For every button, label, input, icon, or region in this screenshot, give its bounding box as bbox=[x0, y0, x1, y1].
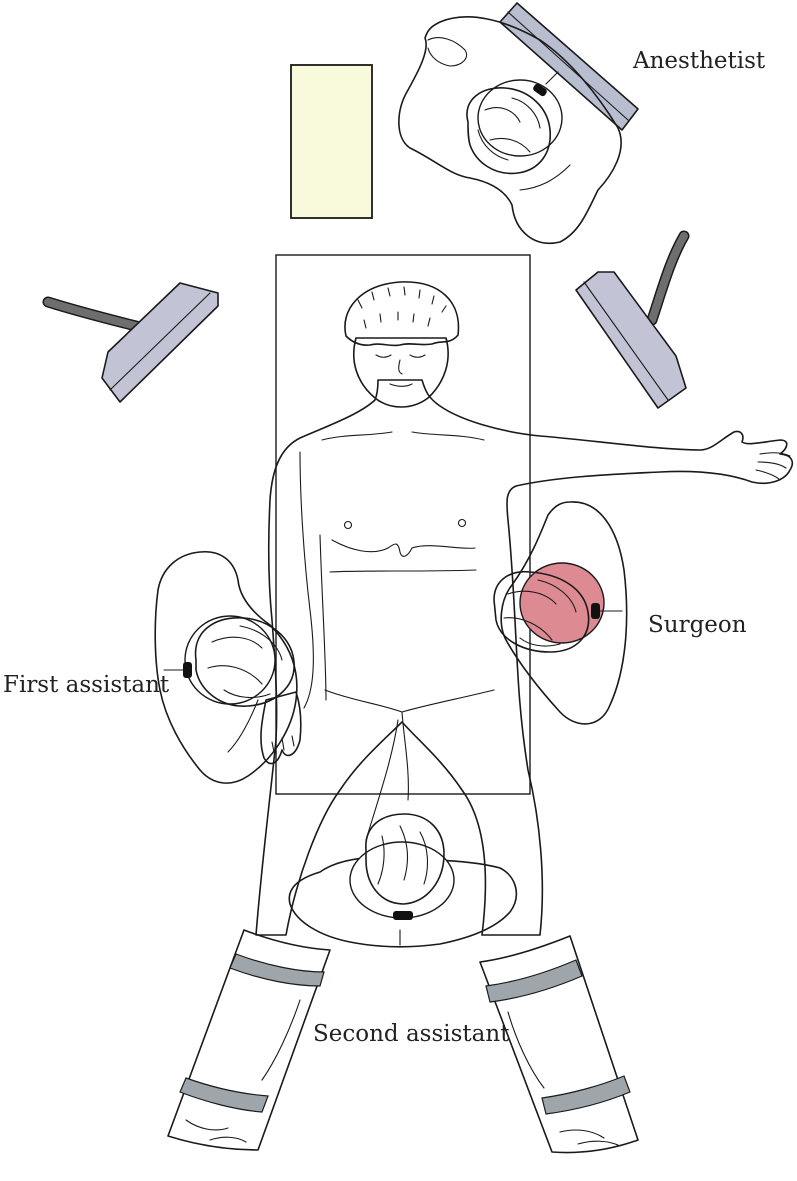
left-surgical-lamp bbox=[42, 282, 219, 403]
left-leg-support bbox=[167, 929, 331, 1151]
operating-table bbox=[275, 254, 531, 795]
surgeon-figure bbox=[493, 501, 628, 725]
first-assistant-label: First assistant bbox=[3, 672, 170, 698]
second-assistant-figure bbox=[288, 813, 518, 948]
anesthetist-label: Anesthetist bbox=[632, 48, 766, 74]
right-surgical-lamp bbox=[575, 230, 690, 409]
anesthetist-figure bbox=[398, 16, 622, 244]
first-assistant-figure bbox=[154, 551, 298, 784]
second-assistant-label: Second assistant bbox=[313, 1021, 510, 1047]
right-leg-support bbox=[479, 935, 639, 1154]
surgeon-label: Surgeon bbox=[648, 612, 747, 638]
instrument-table bbox=[290, 64, 373, 219]
patient-figure bbox=[255, 281, 794, 936]
anesthesia-monitor bbox=[499, 2, 639, 131]
